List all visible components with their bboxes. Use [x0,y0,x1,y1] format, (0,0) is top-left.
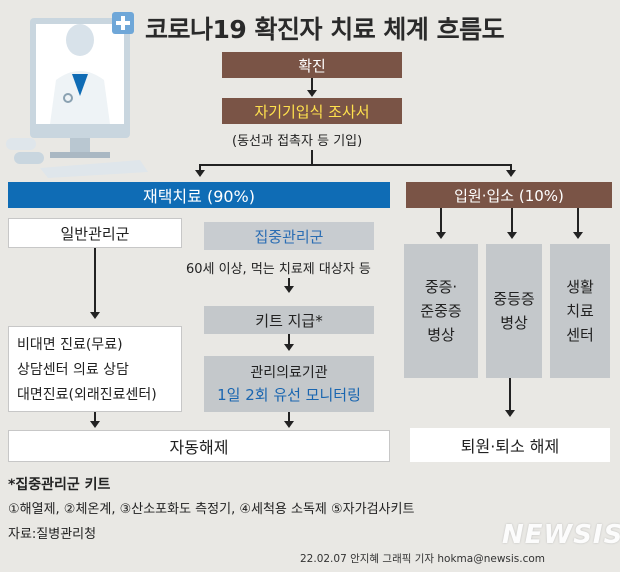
general-care-line-1: 비대면 진료(무료) [17,337,123,353]
general-care-line-2: 상담센터 의료 상담 [17,362,129,378]
severe-ward-box: 중증· 준중증 병상 [404,244,478,378]
moderate-line-2: 병상 [500,314,528,332]
general-group-box: 일반관리군 [8,218,182,248]
living-center-line-3: 센터 [566,326,594,344]
general-care-line-3: 대면진료(외래진료센터) [17,387,157,403]
intensive-group-box: 집중관리군 [204,222,374,250]
living-center-box: 생활 치료 센터 [550,244,610,378]
moderate-ward-box: 중등증 병상 [486,244,542,378]
severe-line-2: 준중증 [420,302,462,320]
confirmed-box: 확진 [222,52,402,78]
management-institution: 관리의료기관 [250,365,328,381]
moderate-line-1: 중등증 [493,290,535,308]
page-title: 코로나19 확진자 치료 체계 흐름도 [145,15,505,44]
medical-cross-icon [112,12,134,34]
living-center-line-2: 치료 [566,302,594,320]
admission-header: 입원·입소 (10%) [406,182,612,208]
auto-release-box: 자동해제 [8,430,390,462]
source-text: 자료:질병관리청 [8,527,97,542]
newsis-logo: NEWSIS [502,520,620,550]
kit-box: 키트 지급* [204,306,374,334]
footnote-title: *집중관리군 키트 [8,477,111,493]
monitoring-text: 1일 2회 유선 모니터링 [217,386,361,404]
graphic-credit: 22.02.07 안지혜 그래픽 기자 hokma@newsis.com [300,553,546,565]
general-care-box: 비대면 진료(무료) 상담센터 의료 상담 대면진료(외래진료센터) [8,326,182,412]
self-report-note: (동선과 접촉자 등 기입) [232,134,363,149]
living-center-line-1: 생활 [566,278,594,296]
footnote-items: ①해열제, ②체온계, ③산소포화도 측정기, ④세척용 소독제 ⑤자가검사키트 [8,502,415,517]
severe-line-3: 병상 [427,326,455,344]
management-box: 관리의료기관 1일 2회 유선 모니터링 [204,356,374,412]
home-treatment-header: 재택치료 (90%) [8,182,390,208]
doctor-monitor-illustration [6,18,148,178]
discharge-box: 퇴원·퇴소 해제 [410,428,610,462]
self-report-box: 자기기입식 조사서 [222,98,402,124]
intensive-criteria: 60세 이상, 먹는 치료제 대상자 등 [186,262,371,277]
severe-line-1: 중증· [424,278,458,296]
